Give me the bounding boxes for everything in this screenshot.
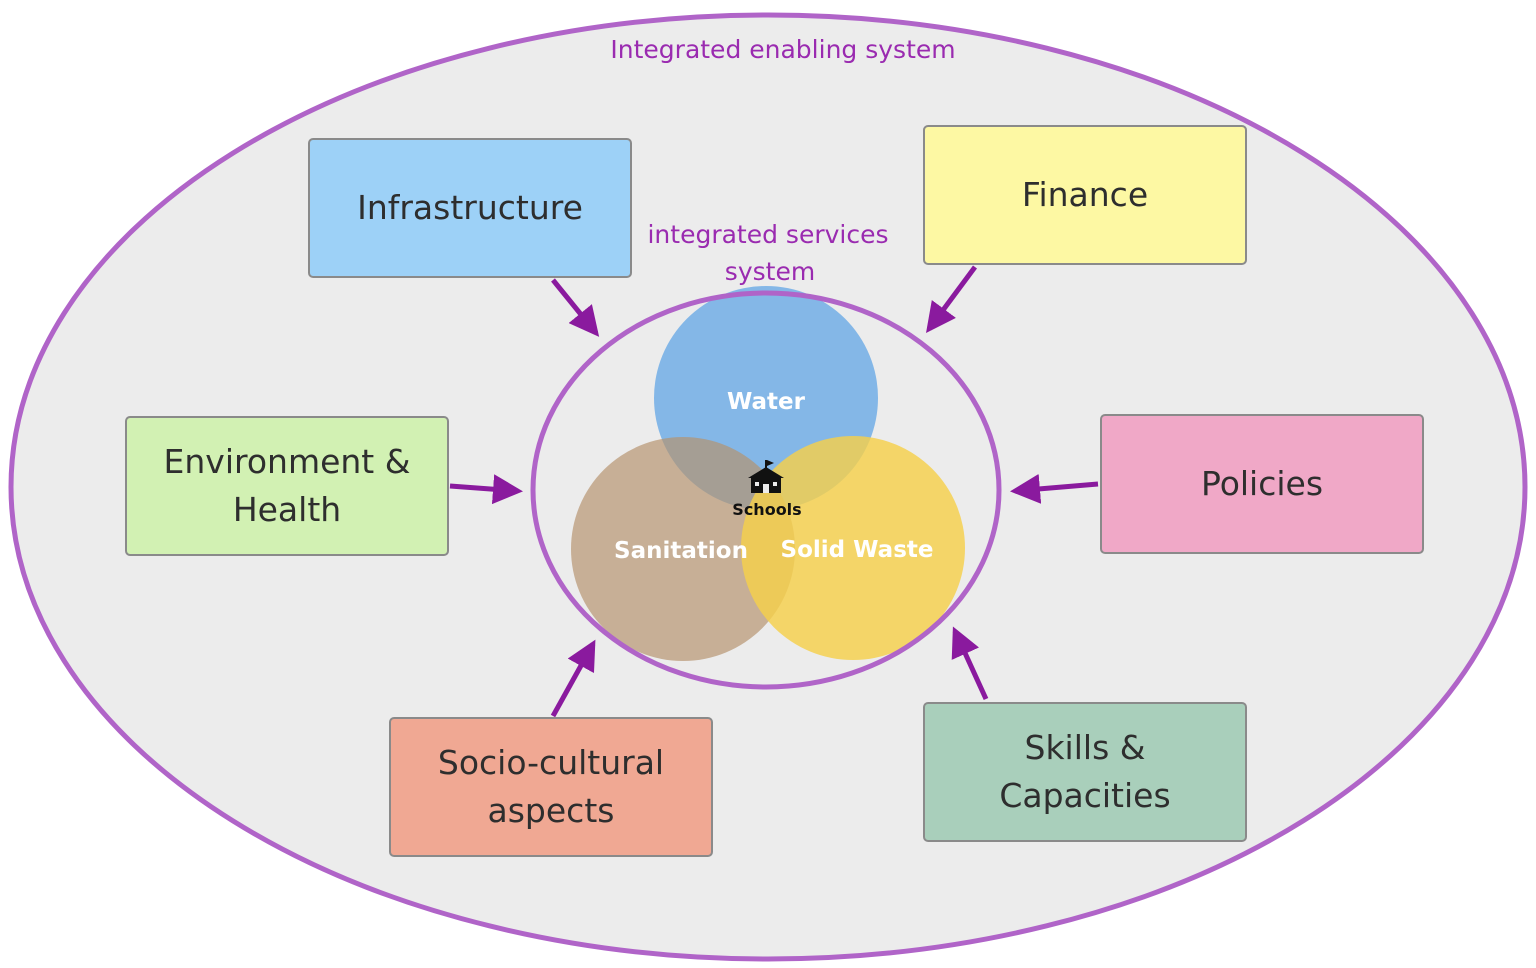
solid-waste-circle: [741, 436, 965, 660]
infrastructure-box: Infrastructure: [308, 138, 632, 278]
sanitation-circle: [571, 437, 795, 661]
schools-label: Schools: [732, 500, 801, 519]
infrastructure-label: Infrastructure: [357, 188, 583, 227]
finance-box: Finance: [923, 125, 1247, 265]
arrow-environment-health: [449, 474, 523, 505]
sanitation-label: Sanitation: [614, 538, 748, 564]
environment-health-label: Environment & Health: [163, 442, 411, 529]
finance-label: Finance: [1021, 175, 1149, 214]
enabling-system-label: Integrated enabling system: [610, 35, 955, 64]
school-icon: [748, 460, 784, 493]
environment-health-box: Environment & Health: [125, 416, 449, 556]
arrow-policies: [1010, 473, 1099, 504]
solid-waste-label: Solid Waste: [781, 537, 934, 563]
policies-box: Policies: [1100, 414, 1424, 554]
skills-capacities-box: Skills & Capacities: [923, 702, 1247, 842]
socio-cultural-box: Socio-cultural aspects: [389, 717, 713, 857]
socio-cultural-label: Socio-cultural aspects: [437, 743, 665, 830]
arrow-socio-cultural: [550, 639, 596, 718]
services-system-label-line2: system: [725, 257, 815, 286]
skills-capacities-label: Skills & Capacities: [999, 728, 1171, 815]
arrow-finance: [926, 265, 978, 334]
services-system-ellipse: [530, 290, 1002, 690]
arrow-skills-capacities: [951, 626, 989, 701]
policies-label: Policies: [1200, 464, 1324, 503]
services-system-label-line1: integrated services: [647, 220, 888, 249]
water-label: Water: [727, 389, 806, 415]
arrow-infrastructure: [551, 278, 600, 337]
